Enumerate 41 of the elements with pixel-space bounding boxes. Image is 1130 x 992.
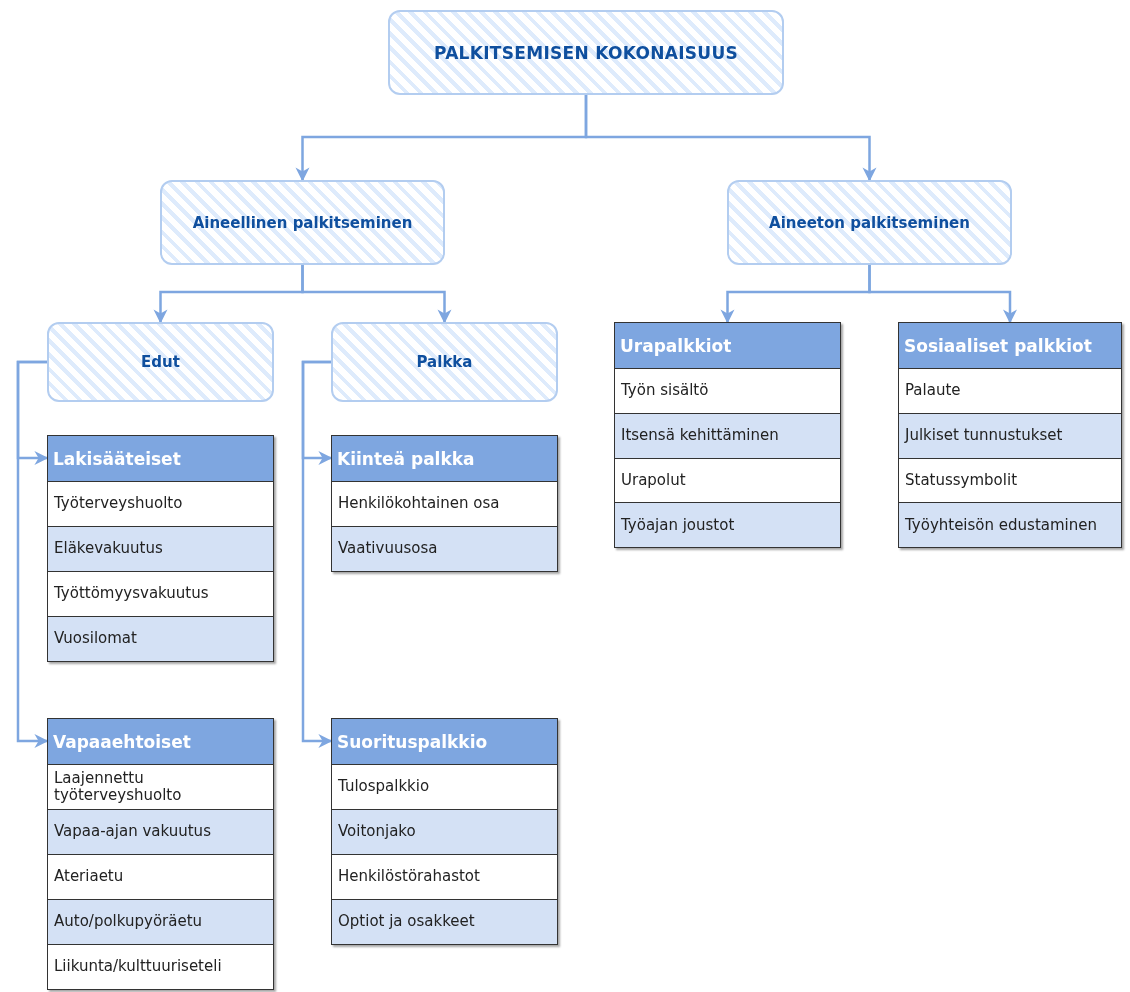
table-header: Lakisääteiset xyxy=(48,436,273,482)
table-header: Vapaaehtoiset xyxy=(48,719,273,765)
table-header: Sosiaaliset palkkiot xyxy=(899,323,1121,369)
arrow xyxy=(301,265,452,324)
table-cell: Palaute xyxy=(899,369,1121,414)
arrow xyxy=(16,360,49,748)
table-cell: Työyhteisön edustaminen xyxy=(899,503,1121,547)
category-box xyxy=(388,10,784,95)
category-box xyxy=(331,322,558,402)
table-cell: Itsensä kehittäminen xyxy=(615,413,840,459)
box-label: Aineellinen palkitseminen xyxy=(191,213,414,232)
arrow xyxy=(868,265,1017,324)
box-label: Palkka xyxy=(415,353,474,371)
list-table xyxy=(898,322,1122,548)
category-box xyxy=(47,322,274,402)
table-cell: Vaativuusosa xyxy=(332,527,557,571)
list-table xyxy=(331,718,558,945)
table-cell: Auto/polkupyöräetu xyxy=(48,900,273,945)
table-cell: Julkiset tunnustukset xyxy=(899,413,1121,459)
list-table xyxy=(47,718,274,990)
table-header: Urapalkkiot xyxy=(615,323,840,369)
table-cell: Eläkevakuutus xyxy=(48,527,273,572)
table-cell: Voitonjako xyxy=(332,810,557,855)
list-table xyxy=(614,322,841,548)
list-table xyxy=(47,435,274,662)
category-box xyxy=(727,180,1012,265)
arrow xyxy=(584,95,877,182)
table-cell: Vapaa-ajan vakuutus xyxy=(48,810,273,855)
box-label: Aineeton palkitseminen xyxy=(768,213,971,232)
table-cell: Työajan joustot xyxy=(615,503,840,547)
arrow xyxy=(301,360,333,748)
table-cell: Vuosilomat xyxy=(48,617,273,661)
box-label: Edut xyxy=(140,353,181,371)
list-table xyxy=(331,435,558,572)
table-cell: Työn sisältö xyxy=(615,369,840,414)
table-header: Kiinteä palkka xyxy=(332,436,557,482)
table-header: Suorituspalkkio xyxy=(332,719,557,765)
table-cell-text: Liikunta/kulttuuriseteli xyxy=(53,956,223,978)
box-label: PALKITSEMISEN KOKONAISUUS xyxy=(432,42,740,63)
category-box xyxy=(160,180,445,265)
table-cell: Optiot ja osakkeet xyxy=(332,900,557,944)
